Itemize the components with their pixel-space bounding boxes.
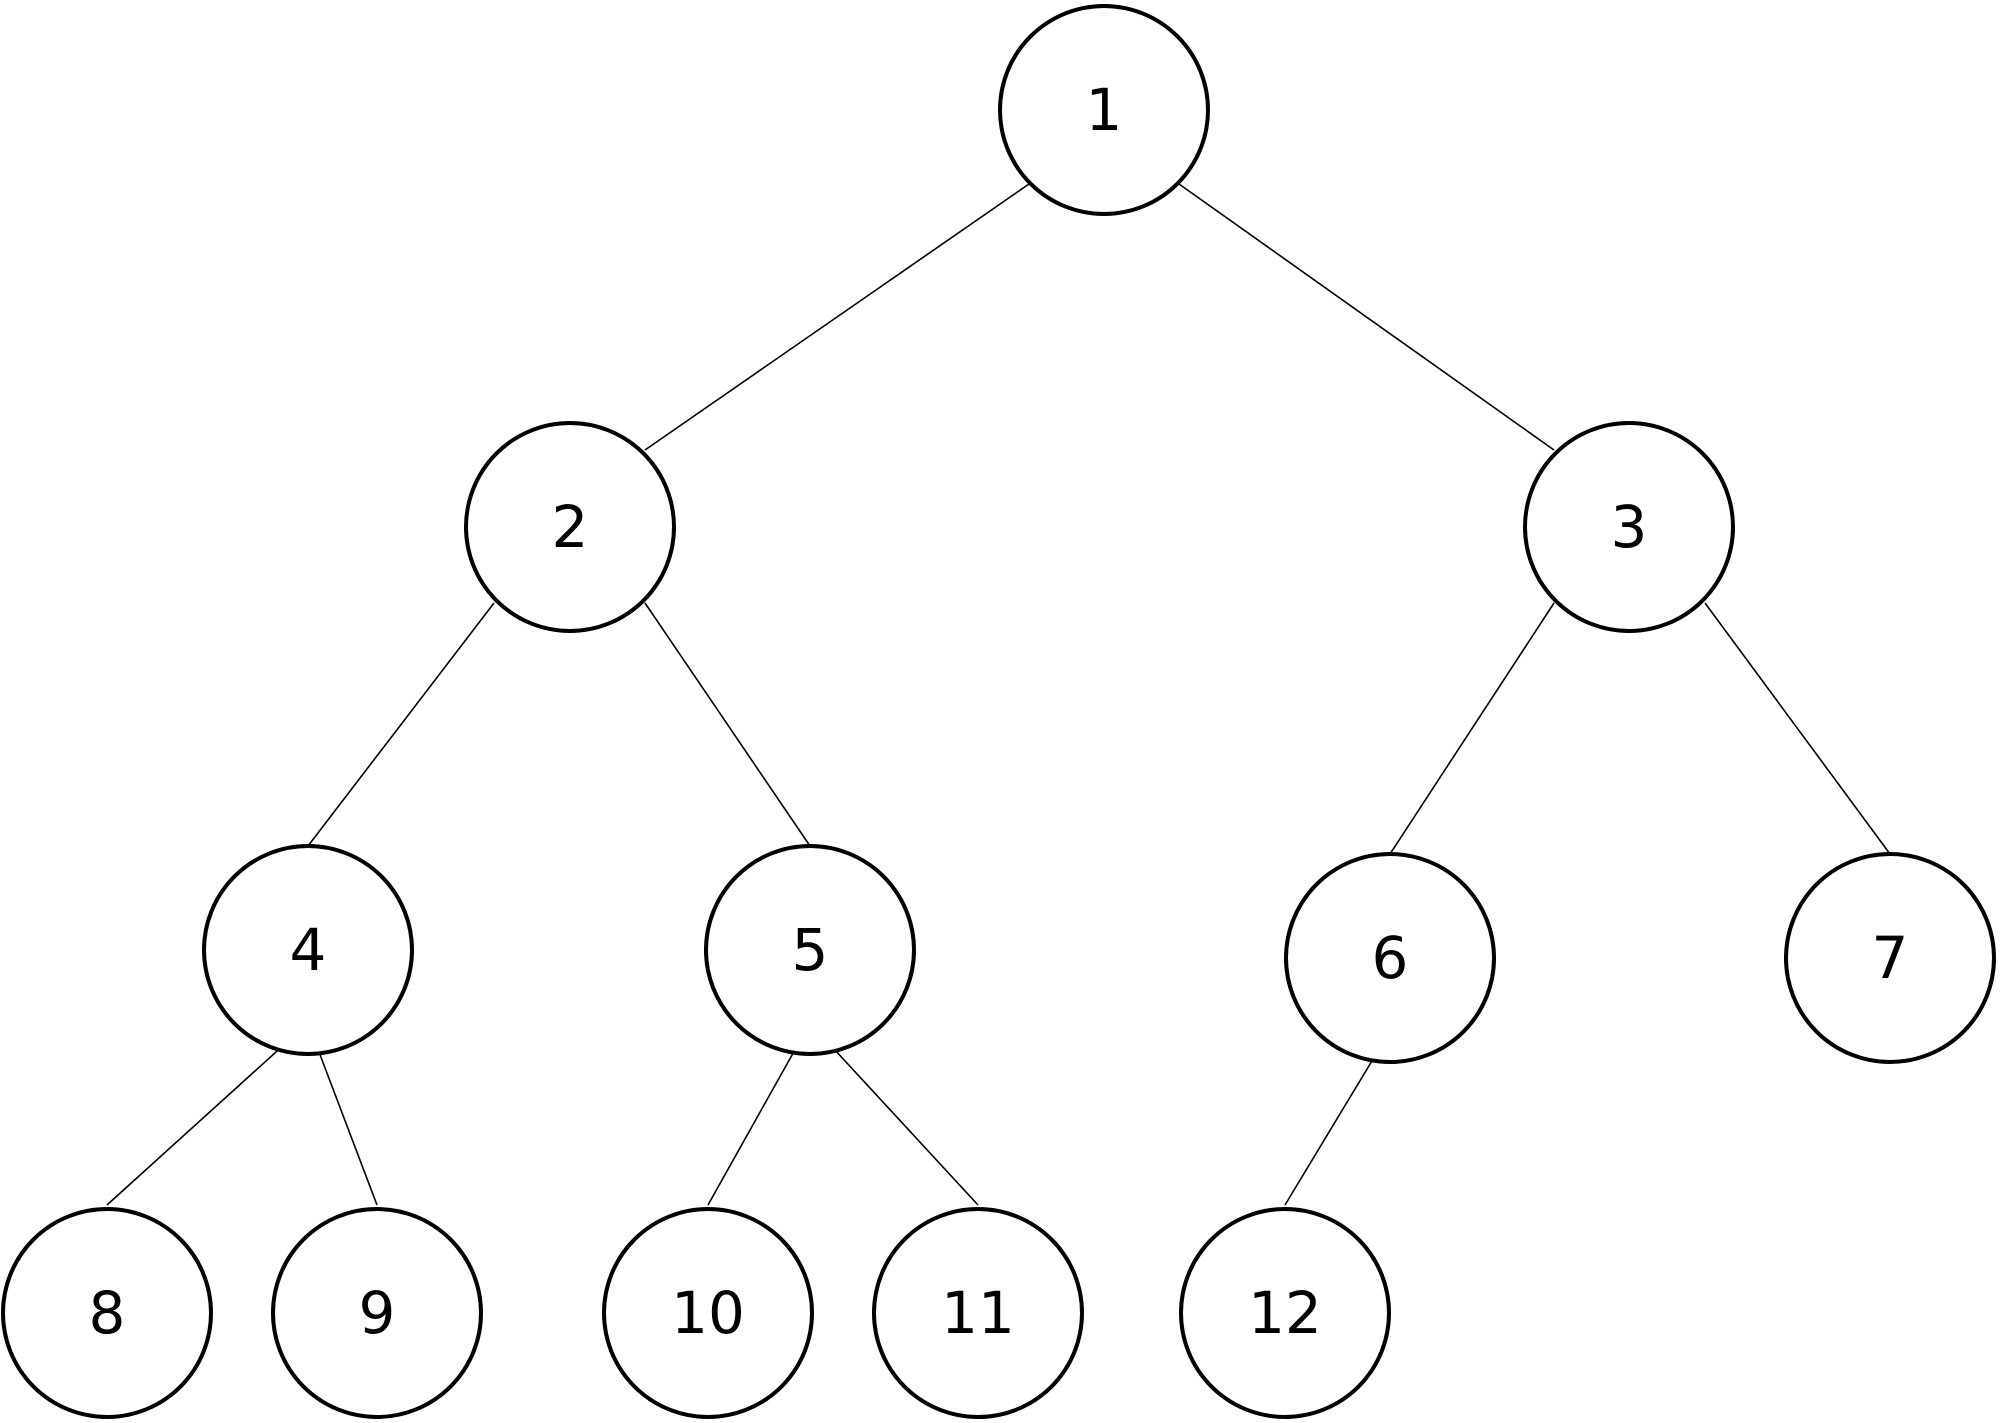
node-label-12: 12	[1248, 1279, 1322, 1347]
node-circle-7	[1784, 852, 1996, 1064]
node-circle-9	[271, 1207, 483, 1419]
node-circle-1	[998, 4, 1210, 216]
edge-3-7	[1704, 602, 1891, 855]
edge-3-6	[1389, 602, 1555, 855]
node-circle-8	[1, 1207, 213, 1419]
tree-node-1: 1	[998, 4, 1210, 216]
node-circle-4	[202, 844, 414, 1056]
edge-1-3	[1178, 183, 1555, 451]
tree-node-9: 9	[271, 1207, 483, 1419]
node-label-6: 6	[1372, 924, 1409, 992]
node-label-9: 9	[359, 1279, 396, 1347]
node-circle-6	[1284, 852, 1496, 1064]
node-circle-11	[872, 1207, 1084, 1419]
tree-node-5: 5	[704, 844, 916, 1056]
edges-layer	[106, 183, 1891, 1206]
node-circle-3	[1523, 421, 1735, 633]
node-label-10: 10	[671, 1279, 745, 1347]
edge-2-5	[644, 602, 811, 847]
tree-node-6: 6	[1284, 852, 1496, 1064]
node-label-7: 7	[1872, 924, 1909, 992]
node-circle-12	[1179, 1207, 1391, 1419]
node-circle-2	[464, 421, 676, 633]
node-label-5: 5	[792, 916, 829, 984]
tree-node-7: 7	[1784, 852, 1996, 1064]
node-label-2: 2	[552, 493, 589, 561]
nodes-layer: 1 2 3 4 5 6 7 8	[1, 4, 1996, 1419]
tree-node-11: 11	[872, 1207, 1084, 1419]
edge-4-8	[106, 1022, 309, 1206]
node-label-1: 1	[1086, 76, 1123, 144]
node-circle-10	[602, 1207, 814, 1419]
tree-node-12: 12	[1179, 1207, 1391, 1419]
tree-node-4: 4	[202, 844, 414, 1056]
node-label-11: 11	[941, 1279, 1015, 1347]
node-label-8: 8	[89, 1279, 126, 1347]
node-label-4: 4	[290, 916, 327, 984]
tree-node-2: 2	[464, 421, 676, 633]
edge-5-11	[809, 1022, 979, 1206]
tree-node-10: 10	[602, 1207, 814, 1419]
node-label-3: 3	[1611, 493, 1648, 561]
tree-node-8: 8	[1, 1207, 213, 1419]
edge-1-2	[644, 183, 1030, 451]
node-circle-5	[704, 844, 916, 1056]
tree-node-3: 3	[1523, 421, 1735, 633]
edge-2-4	[307, 602, 495, 847]
